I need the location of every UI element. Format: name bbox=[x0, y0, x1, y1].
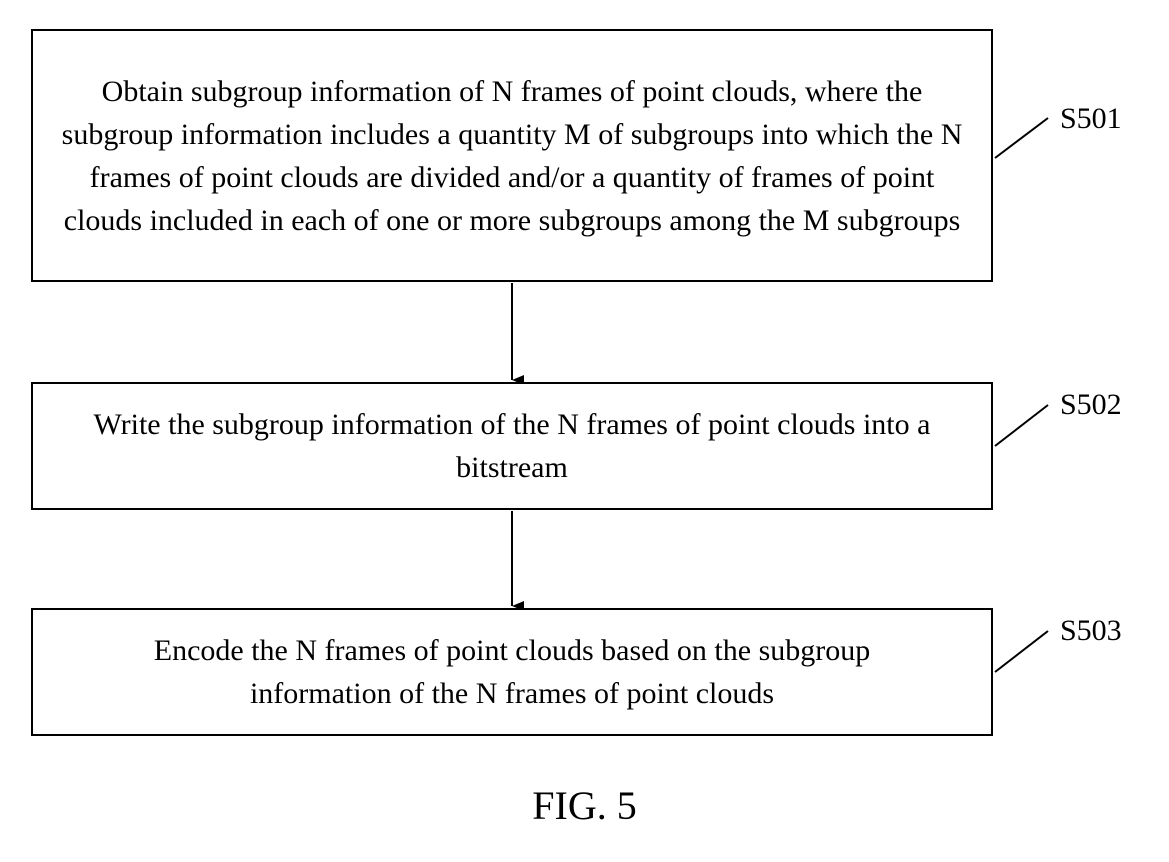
step-box-s503: Encode the N frames of point clouds base… bbox=[31, 608, 993, 736]
leader-line-s502 bbox=[995, 405, 1048, 446]
step-label-s501: S501 bbox=[1060, 102, 1122, 136]
step-text-s503: Encode the N frames of point clouds base… bbox=[93, 629, 931, 715]
step-box-s501: Obtain subgroup information of N frames … bbox=[31, 29, 993, 282]
step-text-s502: Write the subgroup information of the N … bbox=[67, 403, 957, 489]
step-text-s501: Obtain subgroup information of N frames … bbox=[57, 70, 967, 242]
figure-caption: FIG. 5 bbox=[0, 782, 1169, 830]
leader-line-s503 bbox=[995, 631, 1048, 672]
leader-line-s501 bbox=[995, 118, 1048, 158]
step-box-s502: Write the subgroup information of the N … bbox=[31, 382, 993, 510]
step-label-s502: S502 bbox=[1060, 388, 1122, 422]
step-label-s503: S503 bbox=[1060, 614, 1122, 648]
